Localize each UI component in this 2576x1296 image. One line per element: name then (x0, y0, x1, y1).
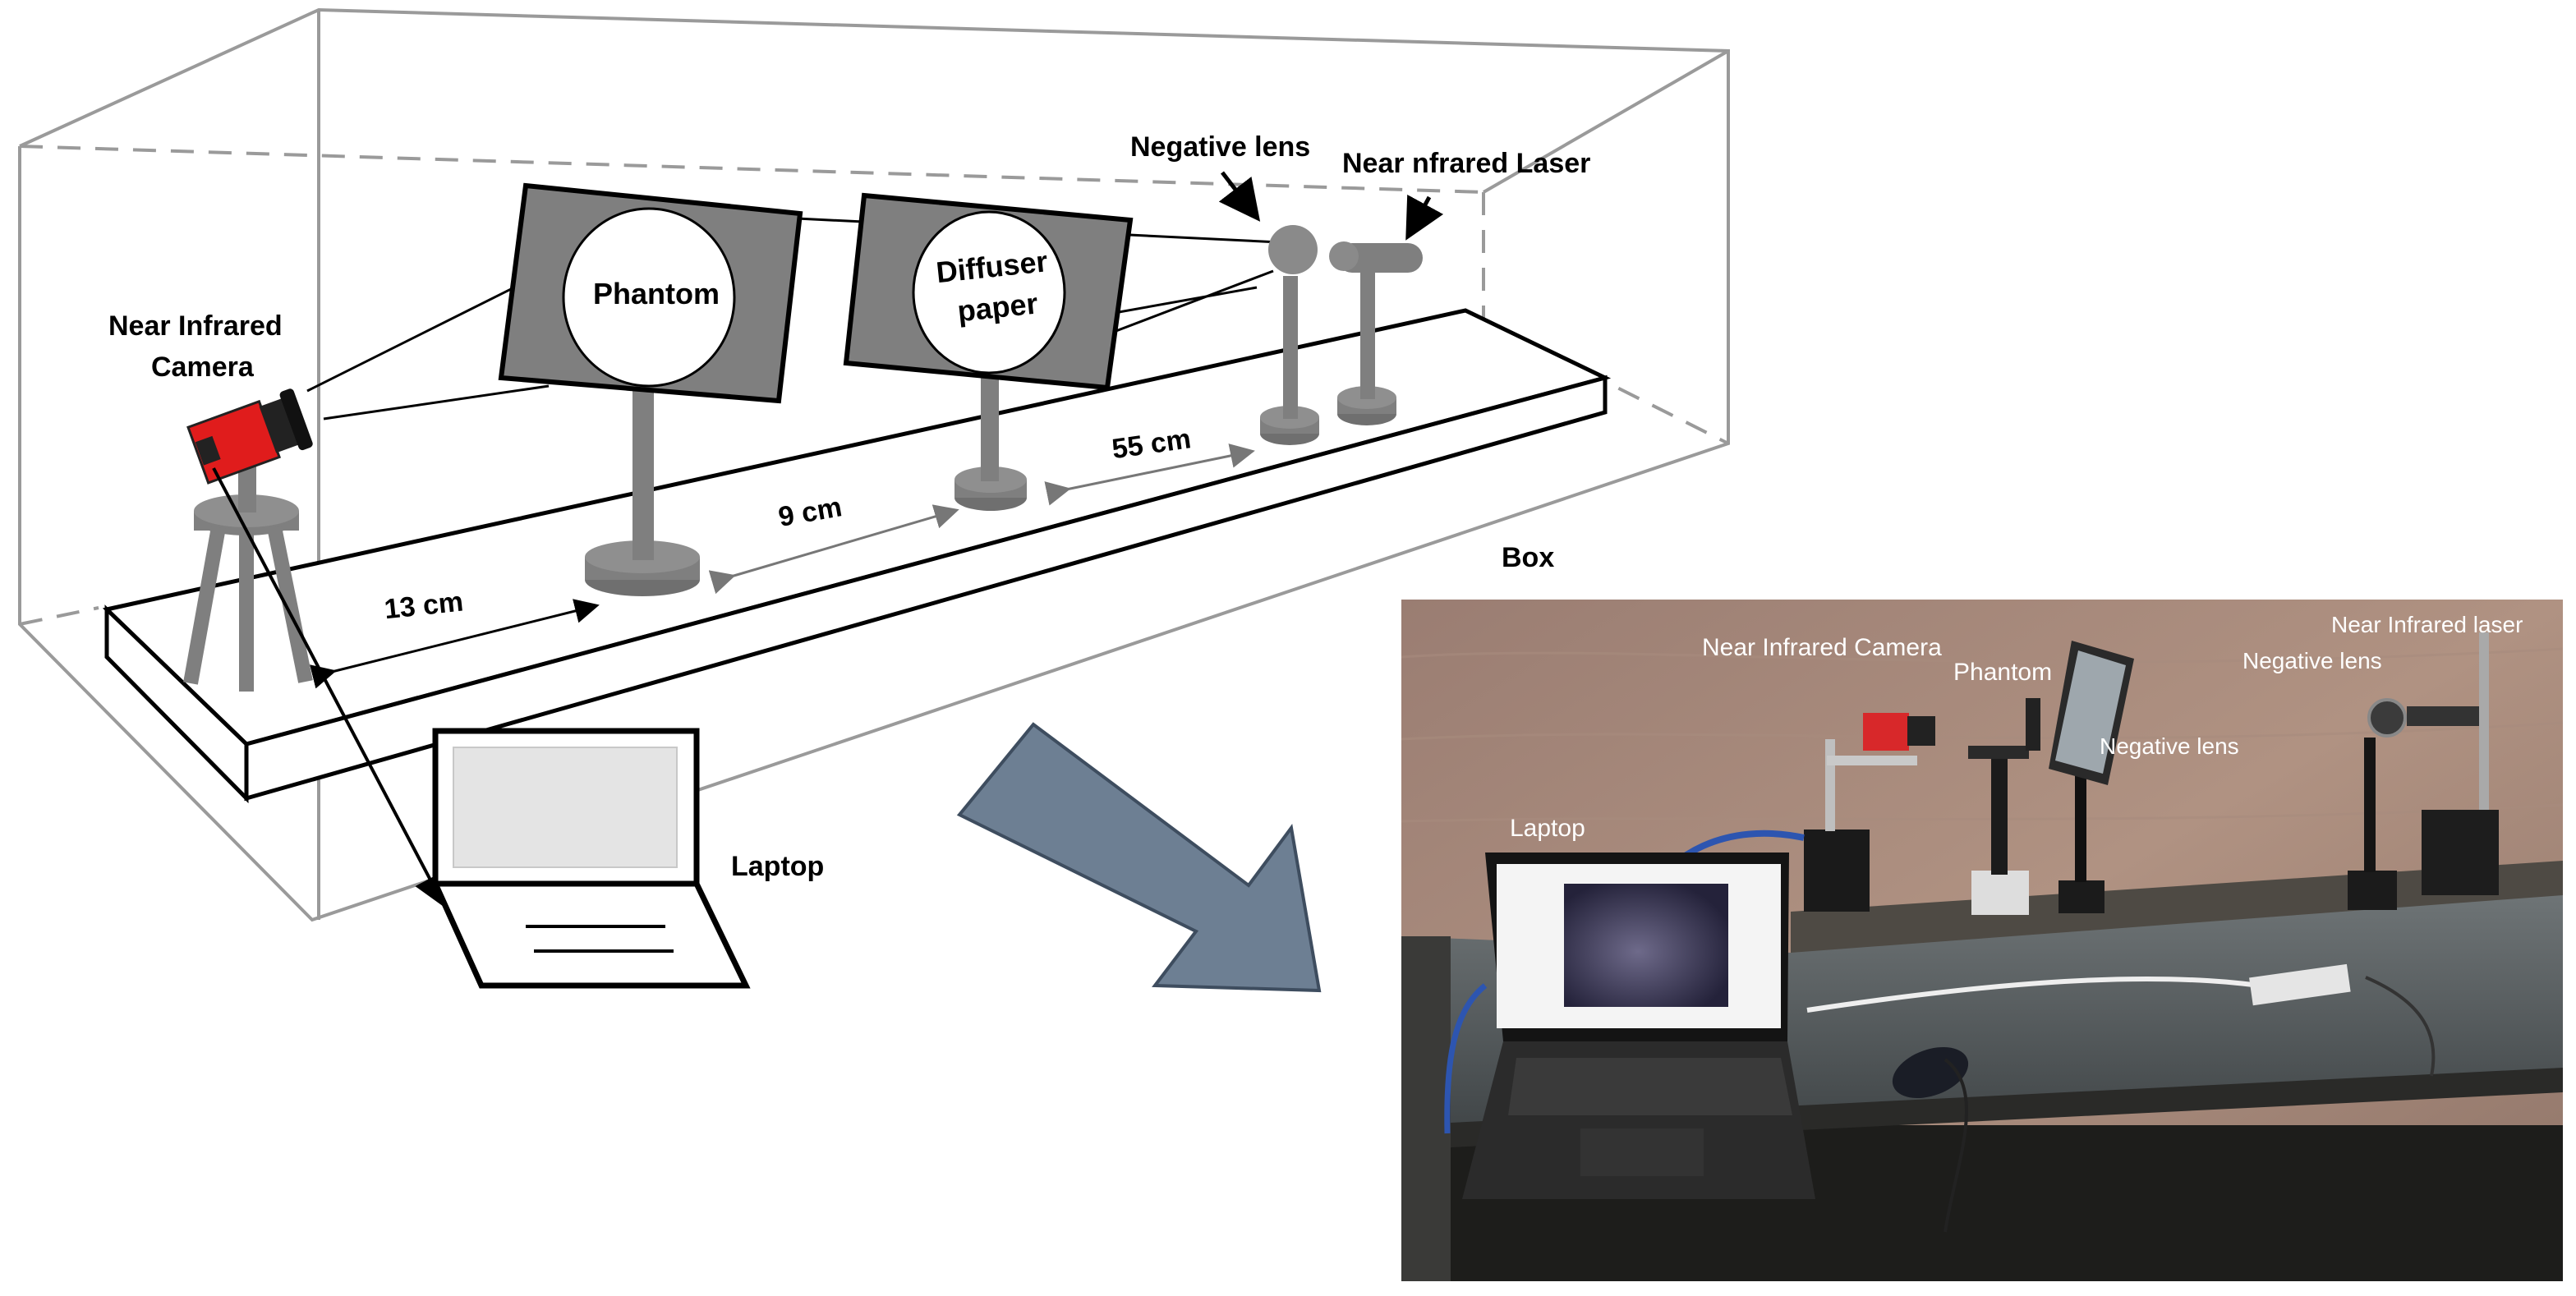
laser-stand (1329, 241, 1423, 425)
optical-bench (102, 308, 1612, 804)
photo-label-laptop: Laptop (1510, 815, 1585, 842)
label-negative-lens: Negative lens (1130, 131, 1310, 163)
camera-icon (186, 388, 313, 485)
laser-pointer (1405, 194, 1444, 241)
label-phantom: Phantom (593, 277, 720, 310)
diffuser-holder (843, 192, 1134, 511)
distance-arrows (310, 443, 1255, 689)
transition-arrow (956, 722, 1322, 993)
label-diffuser-line2: paper (956, 286, 1040, 328)
label-laser: Near nfrared Laser (1342, 148, 1590, 179)
label-camera-line2: Camera (151, 352, 255, 383)
photo-label-camera: Near Infrared Camera (1702, 634, 1942, 661)
photo-label-negative-lens-right: Negative lens (2242, 648, 2382, 673)
photo-label-laser: Near Infrared laser (2331, 612, 2523, 637)
phantom-holder (498, 182, 803, 596)
negative-lens-pointer (1218, 171, 1261, 222)
schematic-diagram: Negative lens Near nfrared Laser Near In… (18, 7, 1730, 989)
photo-label-negative-lens-mid: Negative lens (2100, 733, 2239, 759)
negative-lens-stand (1260, 225, 1319, 445)
label-box: Box (1502, 542, 1554, 573)
camera-tripod (183, 466, 313, 692)
label-laptop: Laptop (731, 851, 824, 882)
setup-photo: Near Infrared Camera Phantom Near Infrar… (1401, 600, 2564, 1281)
label-camera-line1: Near Infrared (108, 310, 283, 342)
laptop-icon (430, 728, 751, 989)
photo-label-phantom: Phantom (1953, 659, 2052, 686)
